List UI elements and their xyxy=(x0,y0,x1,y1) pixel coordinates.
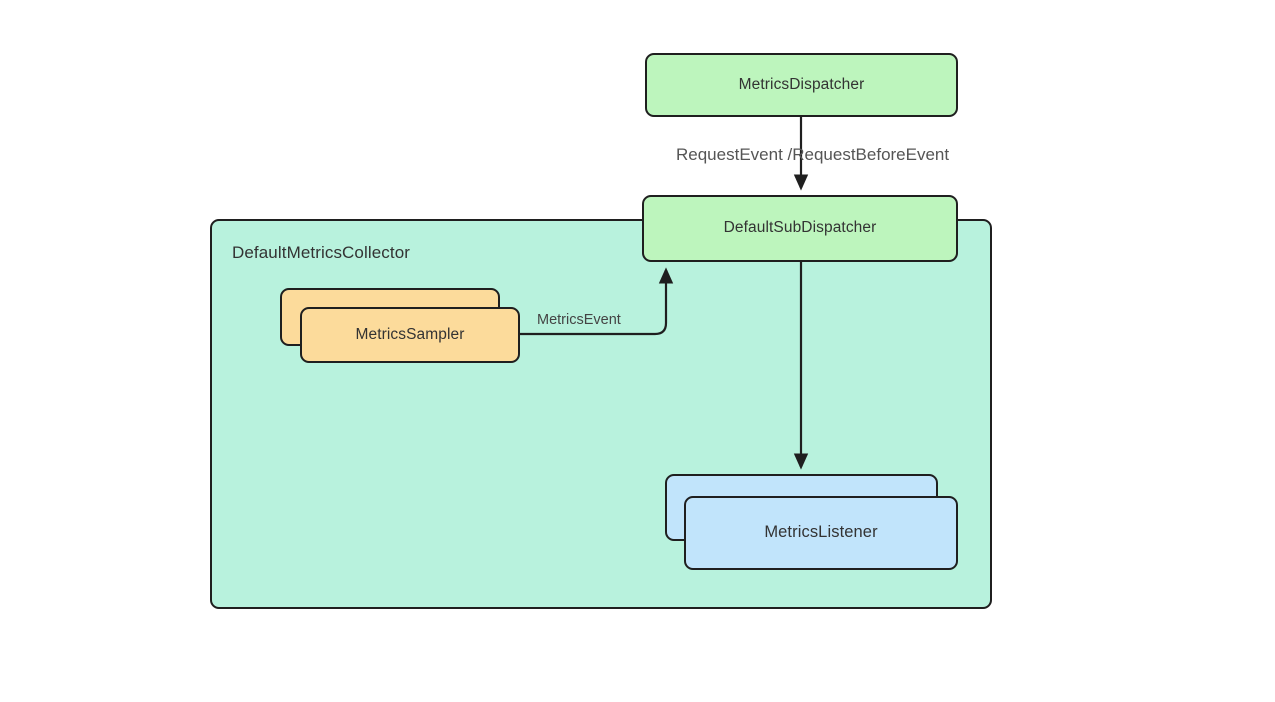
node-label-metrics-sampler: MetricsSampler xyxy=(355,325,465,343)
edge-label-request-event: RequestEvent /RequestBeforeEvent xyxy=(676,145,950,164)
node-metrics-dispatcher[interactable]: MetricsDispatcher xyxy=(645,53,958,117)
node-default-sub-dispatcher[interactable]: DefaultSubDispatcher xyxy=(642,195,958,262)
edge-label-metrics-event: MetricsEvent xyxy=(537,312,621,328)
node-label-metrics-dispatcher: MetricsDispatcher xyxy=(738,75,865,93)
node-metrics-sampler[interactable]: MetricsSampler xyxy=(300,307,520,363)
node-label-default-sub-dispatcher: DefaultSubDispatcher xyxy=(723,219,877,237)
subgraph-label-default-metrics-collector: DefaultMetricsCollector xyxy=(232,243,411,262)
node-label-metrics-listener: MetricsListener xyxy=(764,523,878,542)
node-metrics-listener[interactable]: MetricsListener xyxy=(684,496,958,570)
